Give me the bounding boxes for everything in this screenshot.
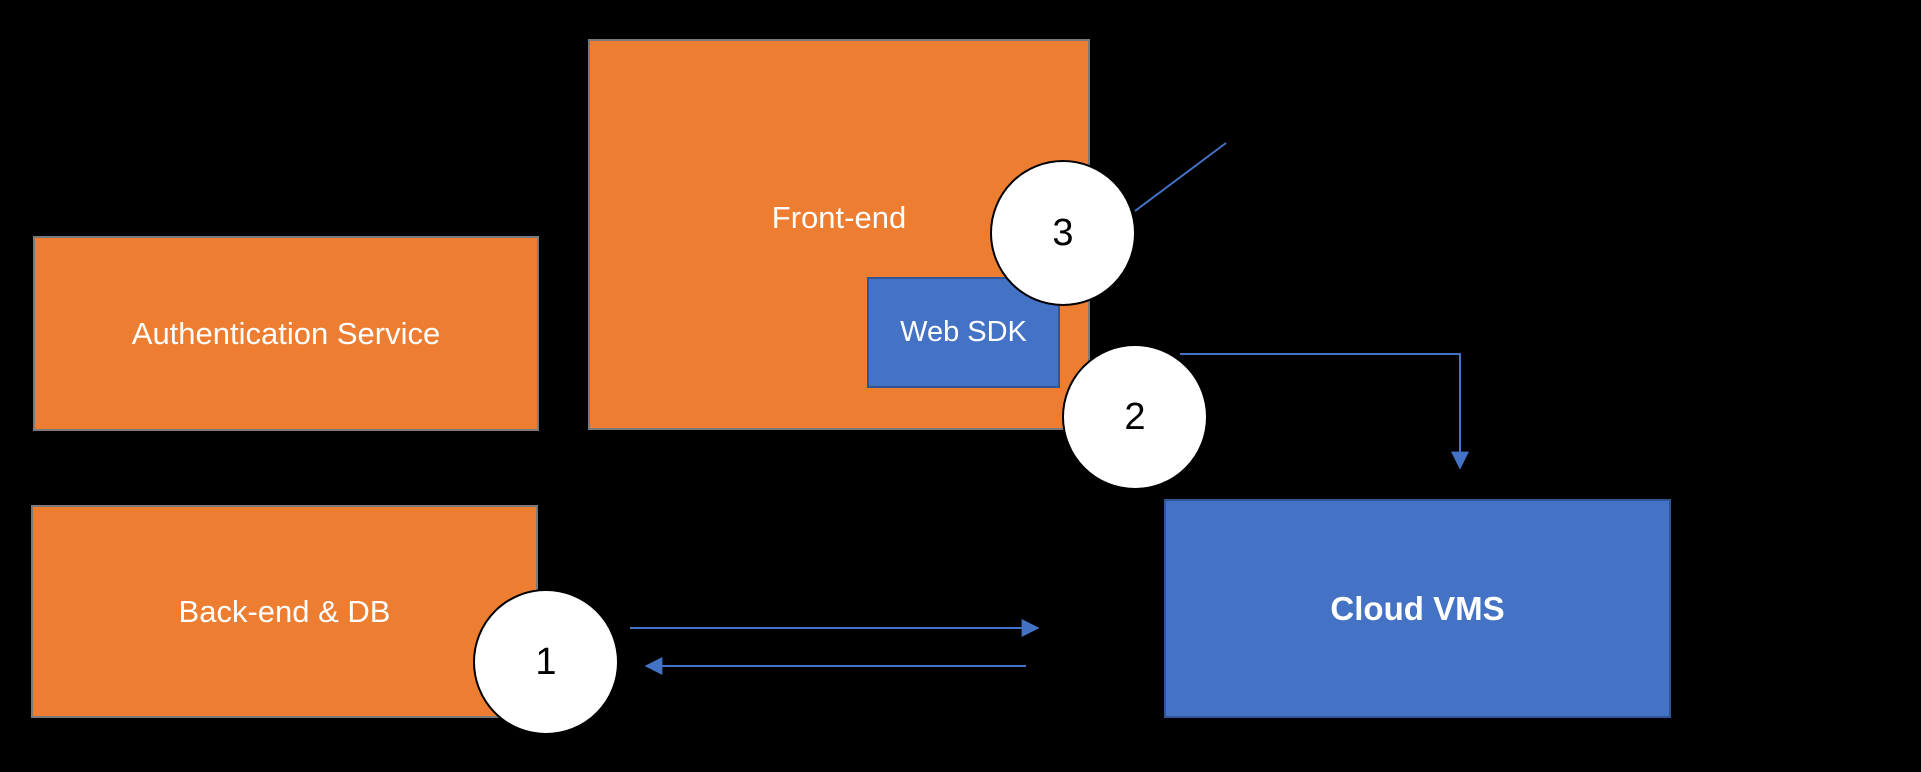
step-number-2: 2	[1124, 396, 1146, 438]
step-number-3: 3	[1052, 212, 1074, 254]
node-back-end-db-label: Back-end & DB	[178, 593, 391, 629]
step-number-1: 1	[535, 641, 557, 683]
node-web-sdk: Web SDK	[867, 277, 1060, 388]
node-front-end-label: Front-end	[771, 200, 907, 235]
node-cloud-vms-label: Cloud VMS	[1330, 589, 1505, 627]
step-circle-1: 1	[473, 589, 619, 735]
step-circle-2: 2	[1062, 344, 1208, 490]
step-circle-3: 3	[990, 160, 1136, 306]
node-back-end-db: Back-end & DB	[31, 505, 538, 718]
node-web-sdk-label: Web SDK	[900, 315, 1027, 348]
node-authentication-service: Authentication Service	[33, 236, 539, 431]
node-cloud-vms: Cloud VMS	[1164, 499, 1671, 718]
arrow-step2-to-cloudvms	[1180, 353, 1469, 470]
node-authentication-service-label: Authentication Service	[131, 315, 441, 351]
line-step3-pointer	[1134, 142, 1227, 212]
